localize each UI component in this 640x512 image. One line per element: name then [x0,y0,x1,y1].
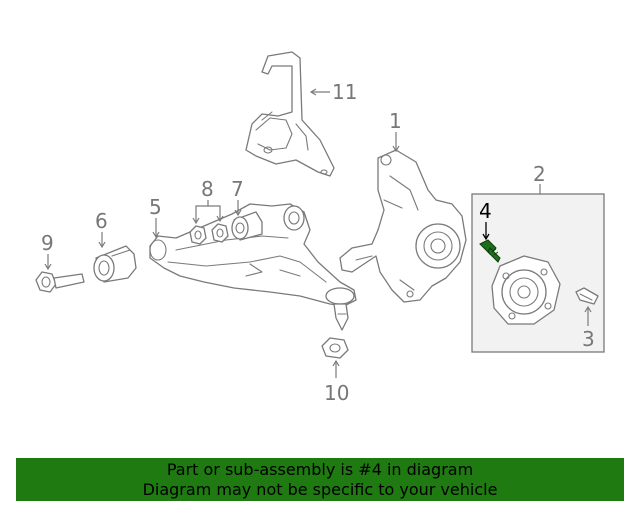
part-7-bushing[interactable] [231,211,263,241]
callout-1-arrowhead [392,145,400,153]
callout-3-arrowhead [584,305,592,313]
callout-7[interactable]: 7 [231,177,244,201]
part-4-hub-bolt[interactable] [479,239,501,263]
callout-8-arrowhead-b [216,215,224,223]
callout-8-bracket [195,200,221,222]
callout-4[interactable]: 4 [479,199,492,223]
part-9-bolt[interactable] [35,271,85,293]
callout-8[interactable]: 8 [201,177,214,201]
callout-6-arrowhead [98,241,106,249]
part-1-knuckle[interactable] [339,149,467,303]
callout-10[interactable]: 10 [324,381,349,405]
banner-line-1: Part or sub-assembly is #4 in diagram [166,459,474,479]
callout-9-arrowhead [44,263,52,271]
callout-6[interactable]: 6 [95,209,108,233]
callout-1[interactable]: 1 [389,109,402,133]
part-10-nut[interactable] [321,337,349,359]
callout-2[interactable]: 2 [533,162,546,186]
banner-line-2: Diagram may not be specific to your vehi… [142,479,498,499]
callout-5[interactable]: 5 [149,195,162,219]
callout-9[interactable]: 9 [41,231,54,255]
callout-11[interactable]: 11 [332,80,357,104]
callout-8-arrowhead-a [192,217,200,225]
part-3-bolt[interactable] [575,287,599,305]
part-info-banner: Part or sub-assembly is #4 in diagram Di… [16,458,624,501]
part-6-bushing[interactable] [93,245,137,283]
callout-5-arrowhead [152,231,160,239]
callout-7-arrowhead [234,209,242,217]
callout-10-arrowhead [332,359,340,367]
part-8-nuts[interactable] [189,223,229,245]
part-2-hub-assembly-box[interactable] [471,193,605,353]
callout-4-arrowhead [482,233,490,241]
part-11-bracket[interactable] [245,51,335,177]
callout-11-arrowhead [309,88,317,96]
callout-3[interactable]: 3 [582,327,595,351]
